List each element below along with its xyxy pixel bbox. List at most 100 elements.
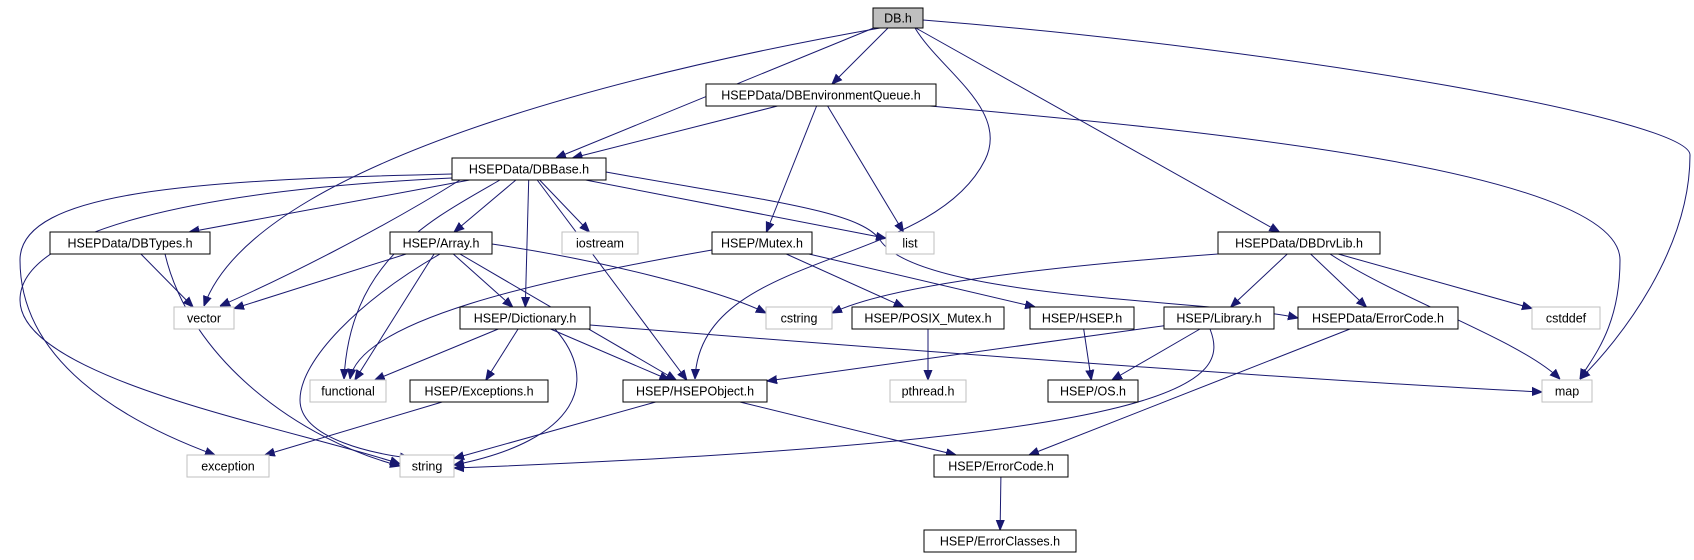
edge-dbtypes-to-vector [140,253,193,307]
edge-envq-to-mutex [766,105,818,232]
node-box-exceptions [409,379,549,403]
edge-dbbase-to-array [454,179,517,232]
node-dbtypes[interactable]: HSEPData/DBTypes.h [49,231,211,255]
edge-envq-to-map [929,105,1621,379]
node-label-list: list [902,237,918,251]
edge-exceptions-to-exception [265,401,443,455]
node-box-dataerror [1297,306,1459,330]
edge-array-to-string [299,253,441,458]
edge-dictionary-to-string [454,328,578,465]
node-label-exception: exception [201,460,255,474]
node-dataerror[interactable]: HSEPData/ErrorCode.h [1297,306,1459,330]
dependency-edges [19,19,1691,530]
edge-hsepobject-to-errorcode [739,401,956,455]
node-label-db: DB.h [884,12,912,26]
node-pthread: pthread.h [889,379,967,403]
node-string: string [399,454,455,478]
node-label-string: string [412,460,443,474]
edge-array-to-vector [234,253,407,309]
node-box-posixmutex [851,306,1005,330]
node-box-library [1163,306,1275,330]
node-box-list [885,231,935,255]
node-array[interactable]: HSEP/Array.h [389,231,493,255]
node-label-os: HSEP/OS.h [1060,385,1126,399]
node-cstddef: cstddef [1531,306,1601,330]
edge-dictionary-to-hsepobject [550,328,670,380]
edge-db-to-envq [832,27,889,84]
edge-mutex-to-functional [350,249,713,379]
node-box-cstring [765,306,833,330]
edge-dbbase-to-hsepobject [536,179,687,380]
edge-db-to-drvlib [915,27,1280,232]
edge-mutex-to-hseph [808,253,1035,307]
node-box-exception [186,454,270,478]
edge-dbbase-to-vector [220,179,461,306]
node-label-errorclasses: HSEP/ErrorClasses.h [940,535,1060,549]
node-box-envq [705,83,937,107]
edge-dataerror-to-errorcode [1029,328,1351,455]
node-errorcode[interactable]: HSEP/ErrorCode.h [933,454,1069,478]
node-exceptions[interactable]: HSEP/Exceptions.h [409,379,549,403]
edge-hsepobject-to-string [454,401,656,458]
node-box-errorclasses [923,529,1077,553]
node-box-iostream [561,231,639,255]
edge-drvlib-to-library [1231,253,1288,307]
node-map: map [1541,379,1593,403]
node-box-errorcode [933,454,1069,478]
node-label-envq: HSEPData/DBEnvironmentQueue.h [721,89,920,103]
node-os[interactable]: HSEP/OS.h [1047,379,1139,403]
node-dictionary[interactable]: HSEP/Dictionary.h [459,306,591,330]
edge-dbbase-to-dbtypes [189,179,470,232]
edge-dbtypes-to-string [164,253,400,466]
node-label-errorcode: HSEP/ErrorCode.h [948,460,1054,474]
edge-envq-to-list [827,105,904,232]
edge-db-to-hsepobject [695,27,991,379]
node-label-cstring: cstring [781,312,818,326]
edge-library-to-os [1112,328,1201,380]
node-dbbase[interactable]: HSEPData/DBBase.h [451,157,607,181]
edge-array-to-dictionary [452,253,512,307]
node-label-drvlib: HSEPData/DBDrvLib.h [1235,237,1363,251]
edge-dbbase-to-functional [344,179,501,379]
edge-dictionary-to-map [589,324,1542,392]
node-hseph[interactable]: HSEP/HSEP.h [1029,306,1135,330]
edge-db-to-map [922,19,1691,379]
edge-dbbase-to-exception [19,173,453,455]
file-nodes: DB.hHSEPData/DBEnvironmentQueue.hHSEPDat… [49,7,1601,553]
edge-drvlib-to-cstddef [1338,253,1532,308]
edge-array-to-cstring [491,243,766,313]
node-box-db [872,7,924,29]
node-library[interactable]: HSEP/Library.h [1163,306,1275,330]
node-hsepobject[interactable]: HSEP/HSEPObject.h [622,379,768,403]
node-label-dictionary: HSEP/Dictionary.h [474,312,577,326]
edge-dbbase-to-list [585,179,886,238]
node-box-string [399,454,455,478]
node-errorclasses[interactable]: HSEP/ErrorClasses.h [923,529,1077,553]
node-box-functional [309,379,387,403]
node-label-cstddef: cstddef [1546,312,1587,326]
edge-dictionary-to-exceptions [486,328,519,380]
edge-drvlib-to-dataerror [1310,253,1367,307]
node-envq[interactable]: HSEPData/DBEnvironmentQueue.h [705,83,937,107]
node-box-array [389,231,493,255]
node-mutex[interactable]: HSEP/Mutex.h [711,231,813,255]
edge-hseph-to-os [1083,328,1092,380]
edge-drvlib-to-cstring [832,253,1219,313]
node-db[interactable]: DB.h [872,7,924,29]
node-box-hsepobject [622,379,768,403]
node-box-pthread [889,379,967,403]
node-label-pthread: pthread.h [902,385,955,399]
node-box-dbbase [451,157,607,181]
node-box-mutex [711,231,813,255]
node-label-library: HSEP/Library.h [1176,312,1261,326]
node-label-vector: vector [187,312,221,326]
node-drvlib[interactable]: HSEPData/DBDrvLib.h [1217,231,1381,255]
node-label-array: HSEP/Array.h [403,237,480,251]
edge-library-to-string [454,328,1215,468]
node-posixmutex[interactable]: HSEP/POSIX_Mutex.h [851,306,1005,330]
edge-errorcode-to-errorclasses [1000,476,1001,530]
edge-dbbase-to-dataerror [605,171,1298,318]
node-label-map: map [1555,385,1579,399]
node-label-hsepobject: HSEP/HSEPObject.h [636,385,754,399]
